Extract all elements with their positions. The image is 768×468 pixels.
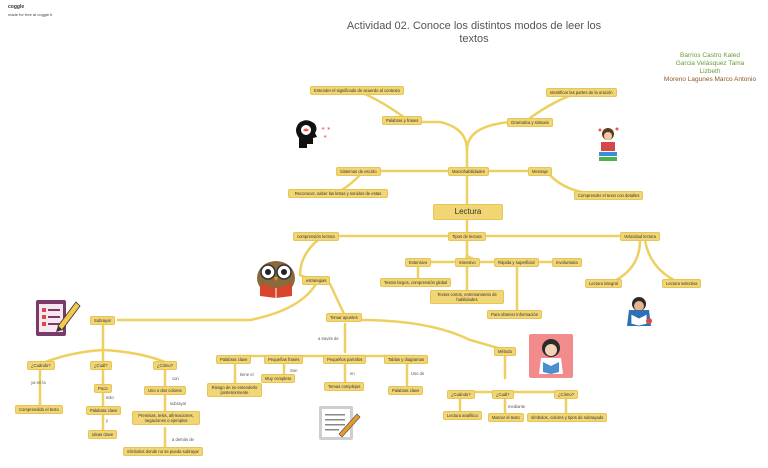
clipboard-pencil-icon xyxy=(319,406,361,440)
node-marcar-texto[interactable]: Marcar el texto xyxy=(488,413,524,422)
node-muy-completo[interactable]: Muy completo xyxy=(261,374,296,383)
node-cual-2[interactable]: ¿Cuál? xyxy=(492,390,514,399)
svg-text:∗: ∗ xyxy=(323,134,327,140)
branch-vel-integral xyxy=(608,238,642,285)
girl-reading-book-icon xyxy=(529,334,573,378)
node-comprension[interactable]: comprensión lectora xyxy=(293,232,339,241)
girl-with-books-icon xyxy=(598,127,619,161)
node-simbolos-2[interactable]: símbolos, colores y tipos de subrayado xyxy=(527,413,608,422)
branch-vel-selectiva xyxy=(643,238,682,285)
node-lectura-analitica[interactable]: Lectura analítica xyxy=(443,411,482,420)
node-involuntaria[interactable]: Involuntaria xyxy=(552,258,582,267)
branch-lines xyxy=(38,90,682,450)
node-rapida[interactable]: Rápida y superficial xyxy=(494,258,539,267)
author-3: Lizbeth xyxy=(699,68,721,75)
label-ademas-de: a demás de xyxy=(172,437,194,442)
label-subrayar: subrayar xyxy=(170,401,187,406)
node-metodo[interactable]: Método xyxy=(494,347,516,356)
node-cuando-1[interactable]: ¿Cuándo? xyxy=(27,361,55,370)
owl-reading-icon xyxy=(257,261,295,298)
node-poco[interactable]: Poco xyxy=(94,384,112,393)
branch-sub-como xyxy=(101,348,167,364)
node-extensivo[interactable]: Extensivo xyxy=(405,258,432,267)
svg-text:∗ ∗: ∗ ∗ xyxy=(321,126,331,132)
label-a-traves-de: a través de xyxy=(318,336,339,341)
node-sistemas-escritos[interactable]: Sistemas de escrito xyxy=(336,167,381,176)
node-macrohabilidades[interactable]: Macrohabilidades xyxy=(448,167,489,176)
node-ideas-clave[interactable]: Ideas clave xyxy=(88,430,118,439)
branch-comp-estrategias xyxy=(298,238,320,282)
label-solo: solo xyxy=(106,395,114,400)
label-y: y xyxy=(106,418,109,423)
node-mensaje[interactable]: Mensaje xyxy=(528,167,552,176)
node-lectura-integral[interactable]: Lectura integral xyxy=(585,279,622,288)
node-palabras-frases[interactable]: Palabras y frases xyxy=(382,116,423,125)
node-como-1[interactable]: ¿Cómo? xyxy=(153,361,178,370)
node-comprendido[interactable]: Comprendido el texto xyxy=(15,405,63,414)
node-velocidad[interactable]: Velocidad lectora xyxy=(620,232,660,241)
label-son: Son xyxy=(290,368,298,373)
node-lectura-selectiva[interactable]: Lectura selectiva xyxy=(662,279,702,288)
node-cual-1[interactable]: ¿Cuál? xyxy=(90,361,112,370)
node-subrayar[interactable]: Subrayar xyxy=(90,316,115,325)
node-textos-cortos[interactable]: Textos cortos, entrenamiento de habilida… xyxy=(430,290,504,304)
branch-estr-metodo xyxy=(358,318,507,352)
node-premisas[interactable]: Premisas, tesis, afirmaciones, negacione… xyxy=(132,411,200,425)
label-tiene-el: tiene el xyxy=(240,372,254,377)
node-simbolos[interactable]: Símbolos donde no se pueda subrayar xyxy=(123,447,203,456)
node-cuando-2[interactable]: ¿Cuándo? xyxy=(447,390,475,399)
node-gramatica[interactable]: Gramatica y sintaxis xyxy=(507,118,553,127)
central-topic[interactable]: Lectura xyxy=(433,204,503,220)
author-1: Barrios Castro Kaled xyxy=(680,52,740,59)
node-reconocer[interactable]: Reconocer, saber las letras y sonidos de… xyxy=(288,189,388,198)
branch-estr-subrayar xyxy=(116,282,318,322)
boy-reading-icon xyxy=(627,297,652,327)
branch-macro-palabras xyxy=(403,120,469,170)
node-temas-complejos[interactable]: Temas complejos xyxy=(324,382,365,391)
node-riesgo[interactable]: Riesgo de no entenderlo posteriormente xyxy=(207,383,262,397)
node-uno-dos[interactable]: Uno o dos colores xyxy=(144,386,186,395)
page-title: Actividad 02. Conoce los distintos modos… xyxy=(346,20,602,45)
node-pequenas-frases[interactable]: Pequeñas frases xyxy=(264,355,304,364)
node-estrategias[interactable]: estrategias xyxy=(302,276,331,285)
checklist-pencil-icon xyxy=(36,300,81,336)
author-4: Moreno Lagunes Marco Antonio xyxy=(663,76,757,83)
node-como-2[interactable]: ¿Cómo? xyxy=(554,390,579,399)
branch-palabras-entender xyxy=(358,90,407,120)
node-identificar[interactable]: Identificar las partes de la oración xyxy=(546,88,617,97)
node-textos-largos[interactable]: Textos largos, comprensión global xyxy=(380,278,452,287)
brand-name: coggle xyxy=(8,4,25,10)
node-palabras-clave-3[interactable]: Palabras clave xyxy=(388,386,424,395)
node-comprender-detalles[interactable]: Comprender el texto con detalles xyxy=(574,191,644,200)
node-palabras-clave-2[interactable]: Palabras clave xyxy=(216,355,252,364)
branch-estr-apuntes xyxy=(328,282,347,318)
node-intensivo[interactable]: Intensivo xyxy=(455,258,480,267)
label-mediante: mediante xyxy=(508,404,526,409)
node-palabras-clave-1[interactable]: Palabras clave xyxy=(86,406,122,415)
node-tablas[interactable]: Tablas y diagramas xyxy=(384,355,429,364)
node-tomar-apuntes[interactable]: Tomar apuntes xyxy=(326,313,362,322)
brand-tagline: made for free at coggle.it xyxy=(8,12,53,17)
node-obtener-info[interactable]: Para obtener información xyxy=(487,310,543,319)
node-tipos[interactable]: Tipos de lectura xyxy=(448,232,486,241)
label-en: en xyxy=(350,371,355,376)
head-profile-icon: ∗ ∗ ∗ xyxy=(296,120,331,148)
node-entender[interactable]: Entender el significado de acuerdo al co… xyxy=(310,86,404,95)
label-ya-en-la: ya en la xyxy=(31,380,46,385)
node-pequenos-parrafos[interactable]: Pequeños parrafos xyxy=(323,355,367,364)
label-con: con xyxy=(172,376,179,381)
label-uso-de: Uso de xyxy=(411,371,425,376)
author-2: Garcia Velásquez Tama xyxy=(675,60,745,67)
